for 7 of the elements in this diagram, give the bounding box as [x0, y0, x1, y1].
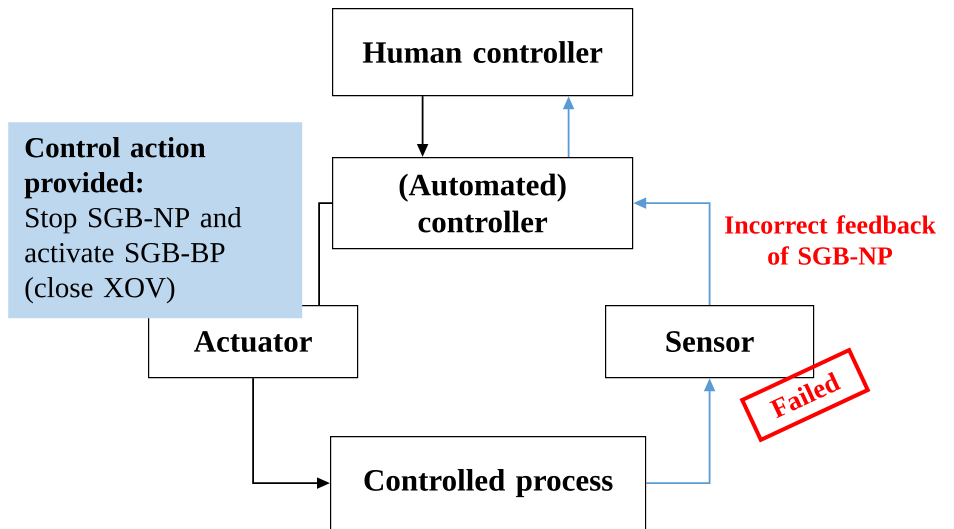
connector-line [318, 202, 332, 305]
edge-label: Incorrect feedback of SGB-NP [711, 214, 949, 266]
process-box: (Automated) controller [332, 157, 634, 250]
process-box: Human controller [332, 8, 634, 96]
callout-box: Control action provided: Stop SGB-NP and activate SGB-BP (close XOV) [8, 122, 302, 318]
process-box: Sensor [605, 304, 814, 378]
process-box: Controlled process [330, 436, 646, 529]
